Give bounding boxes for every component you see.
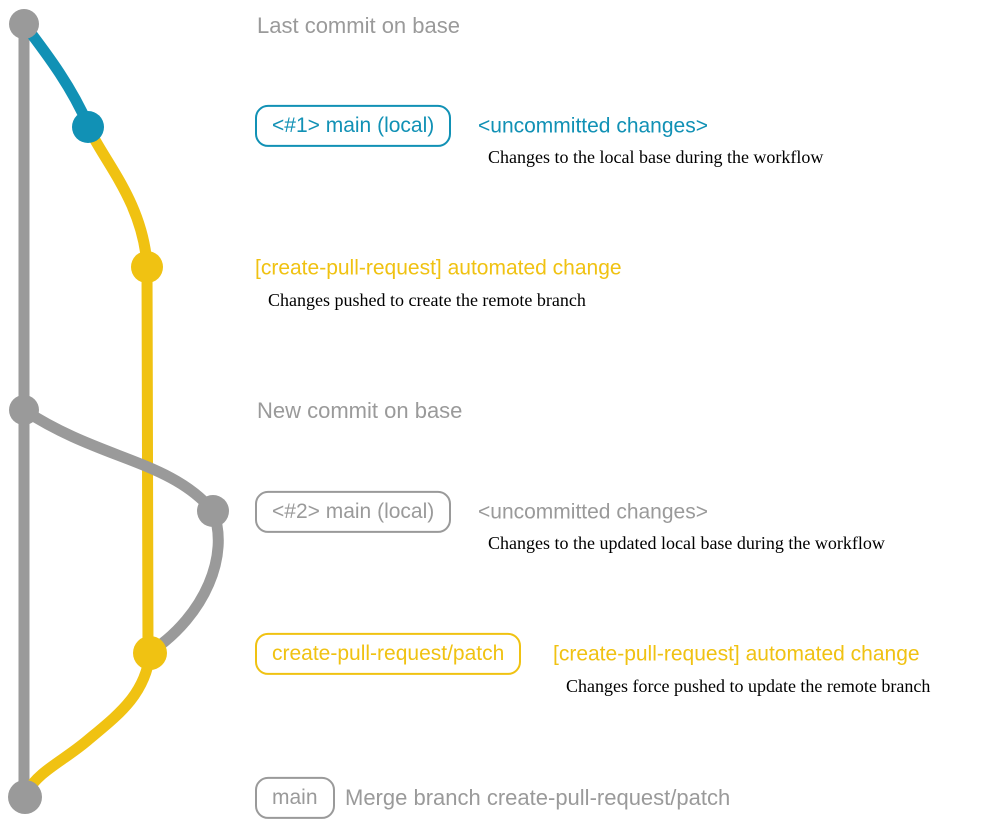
commit-heading-uncommitted-2: <uncommitted changes> [478,500,708,524]
branch-badge-label: create-pull-request/patch [255,632,522,676]
branch-badge-main: main [255,776,335,820]
commit-node-patch-1 [131,251,163,283]
branch-badge-label: <#2> main (local) [255,490,452,534]
label-new-commit-on-base: New commit on base [257,398,463,423]
branch-badge-label: main [255,776,335,820]
local-main-edge [18,18,94,131]
commit-node-merge [8,780,42,814]
label-last-commit-on-base: Last commit on base [257,13,460,38]
git-graph [8,9,229,814]
rebase-edge [146,505,224,657]
commit-caption-uncommitted-1: Changes to the local base during the wor… [488,147,824,167]
commit-heading-automated-change-2: [create-pull-request] automated change [553,642,920,666]
commit-heading-automated-change-1: [create-pull-request] automated change [255,256,622,280]
commit-heading-merge: Merge branch create-pull-request/patch [345,785,731,810]
branch-badge-label: <#1> main (local) [255,104,452,148]
branch-badge-main-local-1: <#1> main (local) [255,104,452,148]
commit-node-local-main-2 [197,495,229,527]
commit-node-last-base [9,9,39,39]
commit-caption-uncommitted-2: Changes to the updated local base during… [488,533,885,553]
updated-local-main-edge [18,404,219,517]
commit-heading-uncommitted-1: <uncommitted changes> [478,114,708,138]
patch-branch-line [82,121,154,659]
branch-badge-main-local-2: <#2> main (local) [255,490,452,534]
commit-caption-automated-change-1: Changes pushed to create the remote bran… [268,290,586,310]
commit-node-patch-2 [133,636,167,670]
commit-caption-automated-change-2: Changes force pushed to update the remot… [566,676,931,696]
commit-node-local-main-1 [72,111,104,143]
commit-node-new-base [9,395,39,425]
patch-merge-edge [20,648,156,799]
branch-badge-patch: create-pull-request/patch [255,632,522,676]
